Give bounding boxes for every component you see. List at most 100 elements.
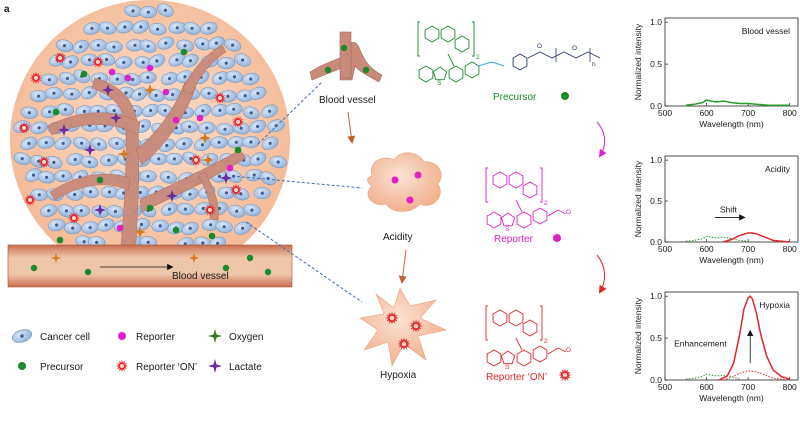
compound-name: Reporter ‘ON’ [486, 372, 547, 383]
reporter-dot-icon [553, 234, 561, 242]
precursor-dot [180, 48, 188, 56]
cancer-cell [249, 119, 266, 134]
cancer-cell [115, 56, 133, 69]
stage-blood-vessel: Blood vessel [309, 31, 383, 106]
svg-text:O: O [566, 209, 571, 216]
cancer-cell [62, 55, 79, 69]
cancer-cell [200, 22, 218, 35]
cancer-cell [176, 202, 195, 216]
precursor-dot [172, 226, 180, 234]
svg-text:n: n [592, 61, 596, 68]
reporter-on-icon [38, 156, 50, 168]
cancer-cell [157, 36, 175, 50]
cancer-cell [40, 73, 59, 86]
lactate-star [94, 204, 106, 216]
reporter-on-icon [30, 72, 42, 84]
y-tick-label: 0.0 [650, 237, 662, 247]
legend-lactate: Lactate [208, 359, 262, 373]
reporter-on-icon [385, 311, 399, 325]
chart-link-arrow-1 [596, 121, 607, 158]
legend-reporter: Reporter [118, 332, 176, 343]
cancer-cell [97, 218, 115, 232]
reporter-on-icon [558, 368, 572, 382]
flow-arrow-1 [347, 111, 356, 144]
stage-name: Blood vessel [319, 95, 376, 106]
cancer-cell [193, 138, 211, 152]
y-tick-label: 0.0 [650, 101, 662, 111]
reporter-dot [116, 224, 124, 232]
cancer-cell [198, 121, 216, 135]
svg-text:2: 2 [476, 54, 480, 61]
reporter-on-icon [204, 204, 216, 216]
cancer-cell [234, 53, 251, 67]
cancer-cell [236, 89, 254, 102]
cancer-cell [183, 21, 201, 35]
cancer-cell [194, 37, 212, 51]
series-line-2 [722, 232, 790, 243]
series-line-3 [718, 295, 790, 381]
cancer-cell [139, 170, 157, 183]
plot-area [664, 291, 799, 381]
cancer-cell [176, 39, 194, 52]
x-tick-label: 800 [783, 108, 797, 118]
precursor-dot [208, 232, 216, 240]
annotation-label: Shift [720, 205, 738, 215]
cancer-cell [249, 86, 267, 100]
flow-arrow-2 [398, 249, 407, 284]
reporter-on-icon [230, 184, 242, 196]
compound-name: Precursor [493, 92, 537, 103]
cancer-cell [159, 171, 177, 184]
cancer-cell [228, 204, 246, 218]
reporter-dot [196, 114, 204, 122]
legend-precursor-label: Precursor [40, 362, 84, 373]
x-tick-label: 700 [741, 244, 755, 254]
precursor-dot [52, 108, 60, 116]
cancer-cell [81, 185, 100, 199]
cancer-cell [40, 204, 58, 217]
oxygen-star-icon [208, 329, 222, 343]
cancer-cell [139, 6, 158, 19]
legend: Cancer cell Reporter Oxygen Precursor Re… [12, 329, 263, 373]
cancer-cell [219, 90, 237, 103]
cancer-cell [63, 222, 82, 235]
x-tick-label: 600 [699, 244, 713, 254]
vessel-red-cells [30, 253, 272, 276]
reporter-on-icon [18, 122, 30, 134]
svg-text:2: 2 [544, 338, 548, 345]
x-tick-label: 500 [658, 382, 672, 392]
precursor-dot-icon [561, 92, 569, 100]
cancer-cell [47, 218, 66, 232]
precursor-dot [222, 264, 230, 272]
cancer-cell [116, 20, 134, 34]
cancer-cell [72, 39, 89, 54]
cancer-cell [45, 87, 63, 100]
reporter-on-icon [214, 92, 226, 104]
reporter-on-icon [68, 212, 80, 224]
cancer-cell [215, 220, 233, 233]
cancer-cell [253, 187, 272, 200]
compound-name: Reporter [494, 234, 534, 245]
y-axis-label: Normalized intensity [633, 297, 643, 374]
cancer-cell [261, 104, 278, 118]
reporter-on-icon [116, 360, 128, 372]
cancer-cell [20, 106, 39, 119]
cancer-cell [30, 121, 48, 135]
cancer-cell [180, 120, 199, 133]
reporter-dot [162, 88, 170, 96]
reporter-dot [146, 64, 154, 72]
reporter-on-icon [558, 368, 572, 382]
cancer-cell [66, 153, 84, 166]
compound-precursor: Precursor [493, 92, 569, 103]
horizontal-blood-vessel [8, 245, 292, 287]
vessel-tree [47, 44, 247, 259]
cancer-cell [151, 219, 169, 232]
cancer-cell [147, 88, 165, 102]
cancer-cell [105, 40, 123, 54]
x-tick-label: 500 [658, 244, 672, 254]
x-tick-label: 500 [658, 108, 672, 118]
legend-cancer-cell: Cancer cell [12, 329, 90, 343]
